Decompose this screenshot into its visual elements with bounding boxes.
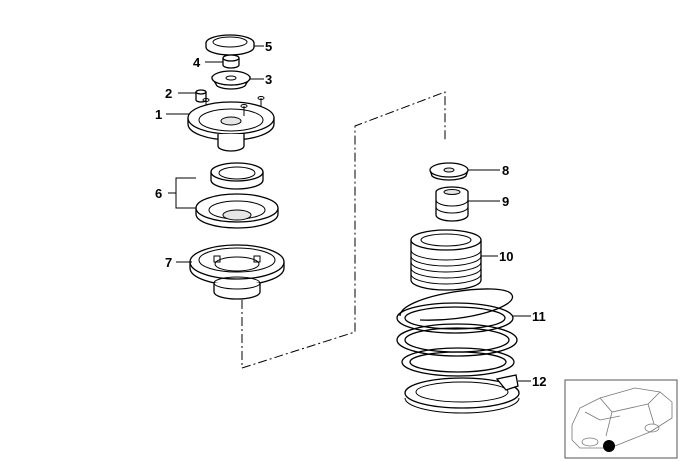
- part-5-cap[interactable]: [205, 34, 255, 56]
- callout-11: 11: [532, 309, 546, 324]
- assembly-dash-line: [241, 91, 446, 369]
- callout-6: 6: [155, 186, 162, 201]
- callout-5: 5: [265, 39, 272, 54]
- part-12-isolator[interactable]: [404, 374, 520, 414]
- callout-7: 7: [165, 255, 172, 270]
- part-3-washer[interactable]: [211, 70, 251, 90]
- locator-marker-icon: [603, 440, 615, 452]
- part-11-coil-spring[interactable]: [396, 288, 518, 377]
- part-4-nut[interactable]: [222, 54, 240, 69]
- part-6-bearing-ring[interactable]: [210, 162, 264, 190]
- callout-3: 3: [265, 72, 272, 87]
- part-10-boot[interactable]: [410, 229, 482, 291]
- callout-12: 12: [532, 374, 546, 389]
- part-1-strut-mount[interactable]: [187, 96, 275, 152]
- callout-8: 8: [502, 163, 509, 178]
- callout-9: 9: [502, 194, 509, 209]
- part-6-spring-seat[interactable]: [195, 193, 279, 229]
- vehicle-locator-thumbnail: [564, 379, 678, 459]
- callout-4: 4: [193, 55, 201, 70]
- callout-1: 1: [155, 107, 162, 122]
- part-8-cup[interactable]: [429, 162, 469, 181]
- callout-10: 10: [499, 249, 513, 264]
- leader-lines: [166, 45, 531, 382]
- part-9-bump-stop[interactable]: [435, 186, 469, 222]
- part-7-spring-pad[interactable]: [189, 244, 285, 300]
- part-2-small-nut[interactable]: [195, 89, 207, 103]
- car-outline-icon: [571, 387, 673, 449]
- callout-2: 2: [165, 86, 172, 101]
